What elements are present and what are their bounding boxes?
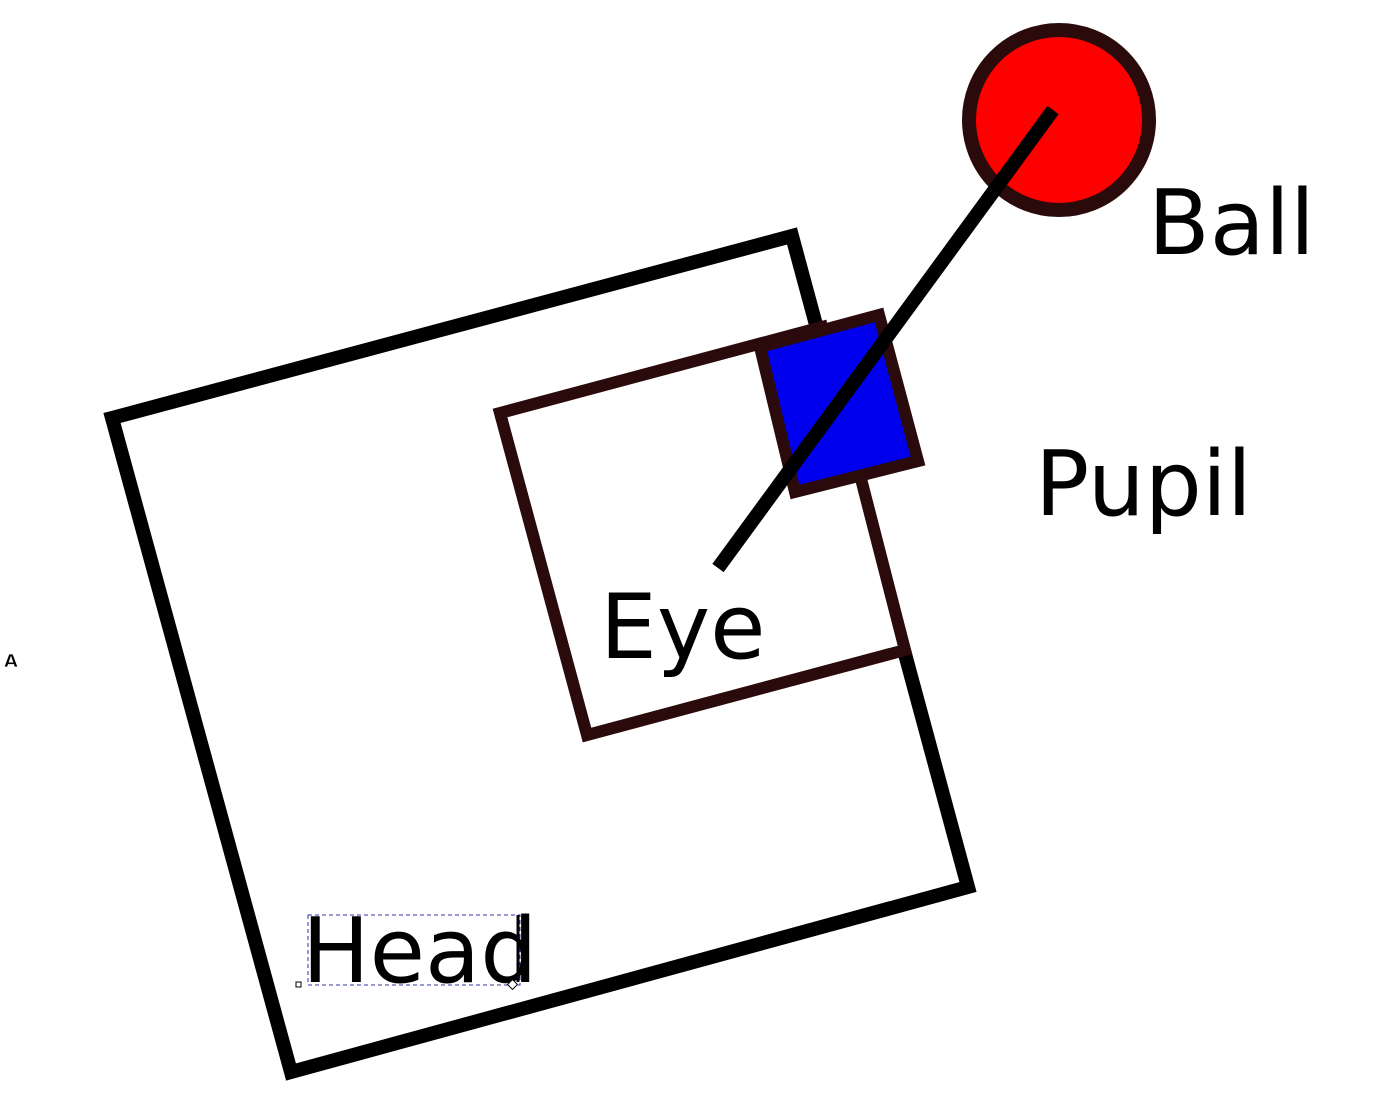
pupil-label[interactable]: Pupil <box>1035 432 1252 537</box>
connector-line[interactable] <box>712 105 1059 573</box>
head-square[interactable] <box>103 227 977 1081</box>
head-selection-box <box>307 914 521 986</box>
ball-label[interactable]: Ball <box>1148 171 1315 276</box>
text-tool-icon: A <box>4 651 18 672</box>
selection-handle-left[interactable] <box>295 981 302 988</box>
head-label[interactable]: Head <box>302 899 537 1004</box>
eye-label[interactable]: Eye <box>600 575 766 680</box>
selection-handle-right[interactable] <box>506 978 519 991</box>
